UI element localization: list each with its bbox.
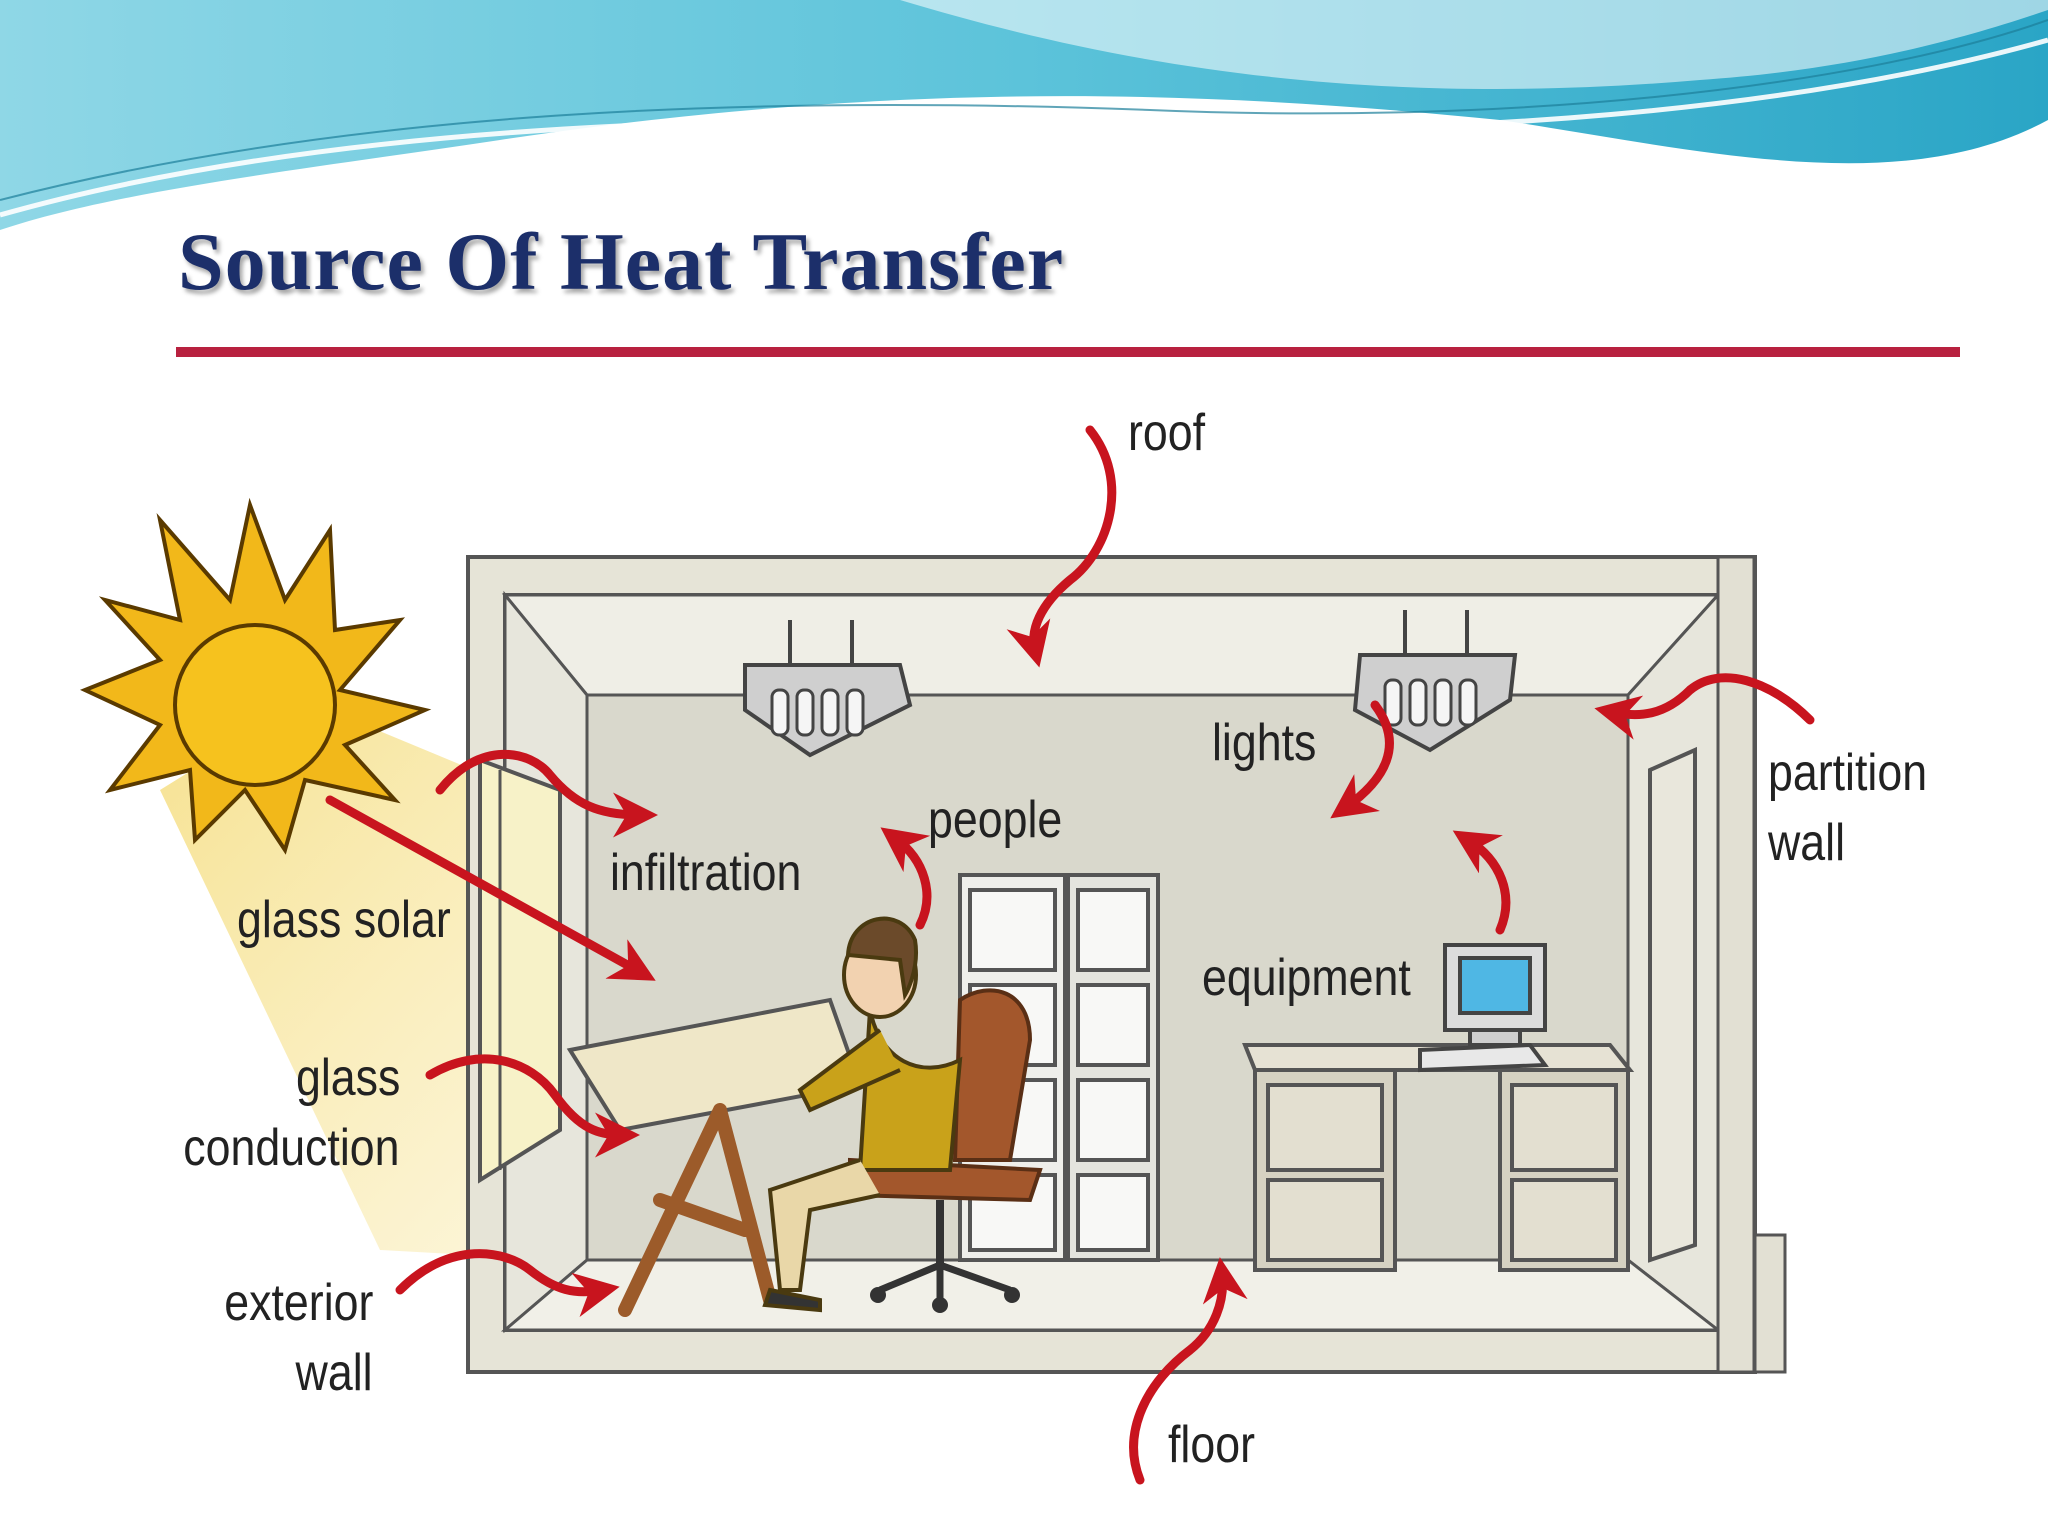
glass-conduction-arrow — [425, 1054, 640, 1158]
label-equipment: equipment — [1202, 949, 1411, 1007]
office-chair — [848, 988, 1043, 1313]
light-fixture-right — [1352, 610, 1518, 753]
roof-arrow — [1006, 425, 1117, 668]
label-glass-solar: glass solar — [237, 891, 451, 949]
label-floor: floor — [1168, 1416, 1255, 1474]
label-people: people — [928, 791, 1063, 849]
ceiling — [501, 593, 1722, 697]
label-infiltration: infiltration — [610, 844, 802, 902]
exterior-wall-arrow — [395, 1249, 620, 1318]
computer — [1418, 943, 1549, 1073]
label-lights: lights — [1212, 714, 1317, 772]
label-partition-wall: wall — [1768, 814, 1846, 872]
label-exterior-wall: wall — [295, 1344, 373, 1402]
partition-wall-arrow — [1594, 673, 1815, 740]
sun-icon — [79, 497, 432, 855]
header-wave — [0, 0, 2048, 230]
desk — [1242, 1043, 1635, 1272]
light-fixture-left — [743, 620, 913, 758]
label-conduction: conduction — [183, 1119, 400, 1177]
heat-arrows — [325, 425, 1815, 1485]
glass-solar-arrow — [325, 795, 656, 981]
lights-arrow — [1330, 700, 1394, 819]
floor-arrow — [1129, 1257, 1248, 1485]
title-underline — [176, 347, 1960, 357]
equipment-arrow — [1452, 830, 1511, 935]
label-glass: glass — [295, 1049, 400, 1107]
window — [478, 757, 562, 1184]
label-exterior: exterior — [223, 1274, 373, 1332]
seated-person — [762, 916, 963, 1313]
label-partition: partition — [1768, 744, 1928, 802]
infiltration-arrow — [435, 749, 658, 838]
label-roof: roof — [1128, 404, 1206, 462]
partition-wall-panel — [1716, 555, 1756, 1374]
people-arrow — [880, 827, 932, 930]
slide-title: Source Of Heat Transfer — [178, 216, 1065, 307]
doorway — [1648, 746, 1697, 1263]
